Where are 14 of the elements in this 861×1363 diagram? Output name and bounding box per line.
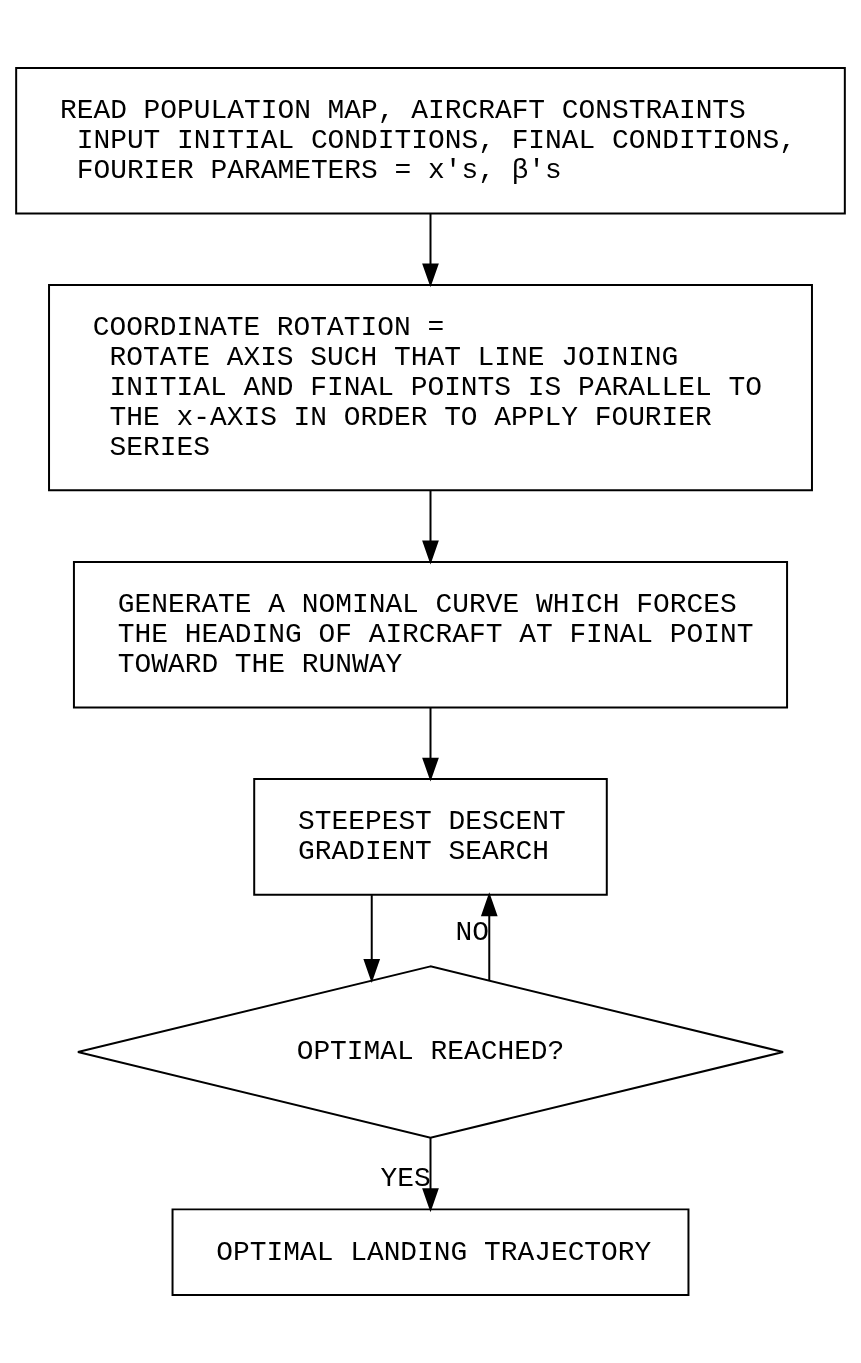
edge-label: NO	[455, 917, 490, 949]
node-box: STEEPEST DESCENT GRADIENT SEARCH	[253, 778, 608, 896]
arrow	[422, 489, 439, 565]
node-box: COORDINATE ROTATION = ROTATE AXIS SUCH THAT LINE JOINING INITIAL AND FINAL POINTS IS PARALLEL TO THE x-AXIS IN ORDER TO APPLY FOURIER SERIES	[48, 284, 813, 492]
node-box: OPTIMAL LANDING TRAJECTORY	[171, 1208, 690, 1297]
arrow	[422, 212, 439, 288]
edge-label: YES	[380, 1162, 431, 1194]
node-box: GENERATE A NOMINAL CURVE WHICH FORCES THE HEADING OF AIRCRAFT AT FINAL POINT TOWARD THE RUNWAY	[72, 561, 789, 709]
node-diamond: OPTIMAL REACHED?	[76, 965, 785, 1139]
arrow	[422, 1137, 439, 1213]
node-box: READ POPULATION MAP, AIRCRAFT CONSTRAINTS INPUT INITIAL CONDITIONS, FINAL CONDITIONS, FOURIER PARAMETERS = x's, β's	[15, 66, 846, 215]
arrow	[480, 892, 498, 982]
arrow	[422, 706, 439, 782]
arrow	[363, 894, 381, 983]
